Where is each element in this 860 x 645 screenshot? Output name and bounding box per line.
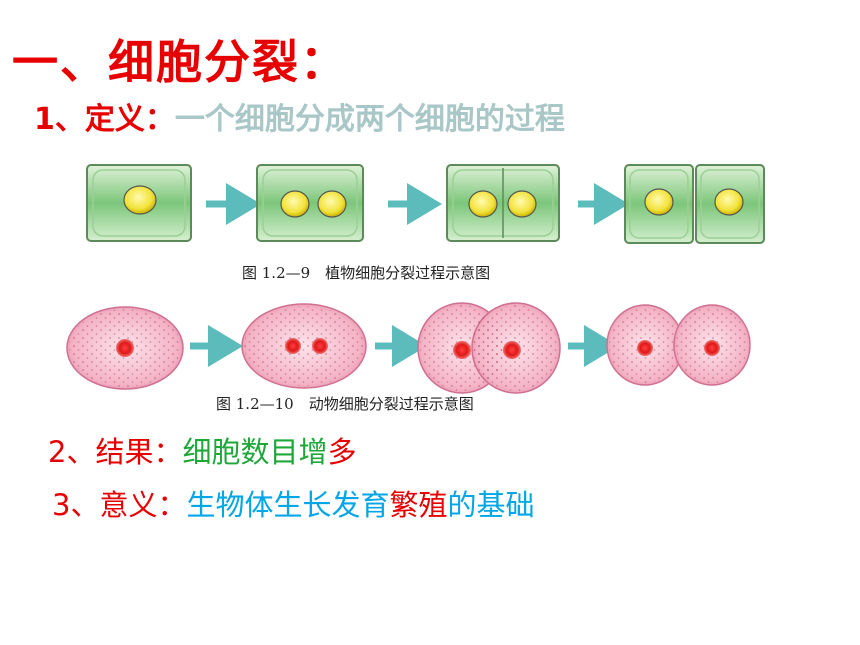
plant-cell-3 xyxy=(446,164,560,242)
nucleus-icon xyxy=(507,190,537,218)
animal-cell-1 xyxy=(66,306,184,390)
animal-cell-4 xyxy=(606,304,751,386)
nucleus-icon xyxy=(285,338,301,354)
definition-label: 1、定义： xyxy=(34,102,175,137)
plant-figure-caption: 图 1.2—9 植物细胞分裂过程示意图 xyxy=(242,264,491,282)
nucleus-icon xyxy=(644,188,674,216)
nucleus-icon xyxy=(116,339,134,357)
significance-text-b: 繁殖 xyxy=(389,488,448,522)
significance-text-a: 生物体生长发育 xyxy=(186,488,390,522)
nucleus-icon xyxy=(704,340,720,356)
nucleus-icon xyxy=(123,185,157,215)
nucleus-icon xyxy=(312,338,328,354)
significance-line: 3、意义：生物体生长发育繁殖的基础 xyxy=(52,482,535,524)
animal-cell-3 xyxy=(417,302,561,394)
nucleus-icon xyxy=(453,341,471,359)
result-text-b: 目增 xyxy=(269,435,328,469)
result-text-c: 多 xyxy=(327,435,357,469)
animal-figure-caption: 图 1.2—10 动物细胞分裂过程示意图 xyxy=(216,395,474,413)
plant-cell-1 xyxy=(86,164,192,242)
result-label: 2、结果： xyxy=(48,435,183,469)
nucleus-icon xyxy=(468,190,498,218)
nucleus-icon xyxy=(503,341,521,359)
significance-label: 3、意义： xyxy=(52,488,187,522)
nucleus-icon xyxy=(637,340,653,356)
result-text-a: 细胞数 xyxy=(182,435,270,469)
plant-cell-4 xyxy=(624,164,765,244)
nucleus-icon xyxy=(280,190,310,218)
plant-cell-2 xyxy=(256,164,364,242)
definition-line: 1、定义：一个细胞分成两个细胞的过程 xyxy=(34,94,565,138)
page-title: 一、细胞分裂： xyxy=(12,35,348,89)
definition-text: 一个细胞分成两个细胞的过程 xyxy=(174,102,565,137)
nucleus-icon xyxy=(317,190,347,218)
significance-text-c: 的基础 xyxy=(447,488,535,522)
nucleus-icon xyxy=(714,188,744,216)
result-line: 2、结果：细胞数目增多 xyxy=(48,429,357,471)
animal-cell-2 xyxy=(241,303,367,389)
